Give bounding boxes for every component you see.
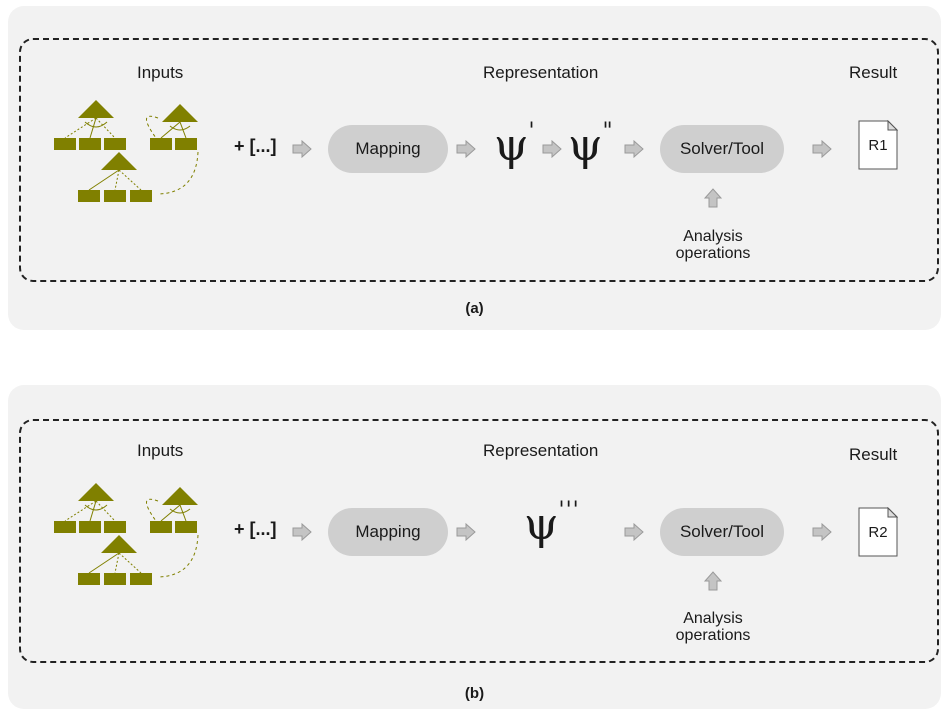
right-arrow-icon <box>456 523 476 541</box>
inputs-label: Inputs <box>137 63 184 82</box>
right-arrow-icon <box>456 140 476 158</box>
right-arrow-icon <box>542 140 562 158</box>
result-document: R1 <box>858 120 898 170</box>
representation-label: Representation <box>483 63 599 82</box>
up-arrow-icon <box>704 188 722 208</box>
panel-a: Inputs Representation Result <box>8 6 941 330</box>
right-arrow-icon <box>624 523 644 541</box>
dashed-frame <box>19 419 939 663</box>
inputs-label: Inputs <box>137 441 184 460</box>
mapping-box: Mapping <box>328 508 448 556</box>
analysis-label-line2: operations <box>675 627 751 644</box>
document-icon <box>858 120 898 170</box>
panel-b: Inputs Representation Result <box>8 385 941 709</box>
psi-triple-prime-symbol: ψ''' <box>524 498 580 550</box>
result-label: Result <box>849 63 898 82</box>
analysis-label-line2: operations <box>675 245 751 262</box>
dashed-frame <box>19 38 939 282</box>
analysis-operations-label: Analysis operations <box>658 228 768 262</box>
right-arrow-icon <box>812 523 832 541</box>
plus-more-label: + [...] <box>234 136 277 156</box>
result-doc-label: R2 <box>868 524 888 541</box>
analysis-label-line1: Analysis <box>683 610 743 627</box>
up-arrow-icon <box>704 571 722 591</box>
result-doc-label: R1 <box>868 137 888 154</box>
analysis-label-line1: Analysis <box>683 228 743 245</box>
result-label: Result <box>849 445 898 464</box>
analysis-operations-label: Analysis operations <box>658 610 768 644</box>
plus-more-label: + [...] <box>234 519 277 539</box>
panel-caption: (b) <box>464 685 485 702</box>
panel-caption: (a) <box>465 300 484 317</box>
feature-model-icon <box>54 483 199 585</box>
document-icon <box>858 507 898 557</box>
mapping-box: Mapping <box>328 125 448 173</box>
psi-prime-symbol: ψ' <box>494 119 536 171</box>
right-arrow-icon <box>812 140 832 158</box>
right-arrow-icon <box>292 523 312 541</box>
representation-label: Representation <box>483 441 599 460</box>
solver-tool-box: Solver/Tool <box>660 125 784 173</box>
feature-model-icon <box>54 100 199 202</box>
psi-double-prime-symbol: ψ" <box>568 119 614 171</box>
result-document: R2 <box>858 507 898 557</box>
right-arrow-icon <box>292 140 312 158</box>
right-arrow-icon <box>624 140 644 158</box>
solver-tool-box: Solver/Tool <box>660 508 784 556</box>
